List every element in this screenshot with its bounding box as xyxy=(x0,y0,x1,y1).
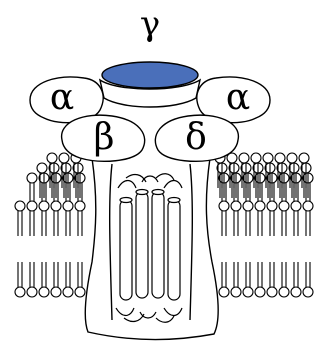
lipid-molecule xyxy=(219,201,229,236)
lipid-molecule xyxy=(291,201,301,236)
lipid-molecule xyxy=(27,201,37,236)
lipid-molecule xyxy=(255,201,265,236)
lipid-molecule xyxy=(51,201,61,236)
lipid-molecule xyxy=(39,201,49,236)
lipid-molecule xyxy=(63,262,73,297)
lipid-molecule xyxy=(279,262,289,297)
lipid-molecule xyxy=(51,262,61,297)
beta-label: β xyxy=(94,117,115,158)
alpha-right-label: α xyxy=(226,77,250,118)
lipid-molecule xyxy=(243,262,253,297)
delta-label: δ xyxy=(185,117,207,158)
lipid-molecule xyxy=(75,201,85,236)
lipid-molecule xyxy=(303,262,313,297)
lipid-molecule xyxy=(39,262,49,297)
gamma-label: γ xyxy=(140,4,160,44)
lipid-molecule xyxy=(279,201,289,236)
lipid-molecule xyxy=(231,262,241,297)
lipid-molecule xyxy=(219,262,229,297)
lipid-molecule xyxy=(27,262,37,297)
lipid-molecule xyxy=(75,262,85,297)
lipid-molecule xyxy=(267,262,277,297)
gamma-subunit xyxy=(102,62,198,88)
lipid-molecule xyxy=(243,201,253,236)
alpha-left-label: α xyxy=(50,77,74,118)
lipid-molecule xyxy=(255,262,265,297)
lipid-molecule xyxy=(63,201,73,236)
lipid-molecule xyxy=(303,201,313,236)
lipid-molecule xyxy=(267,201,277,236)
lipid-molecule xyxy=(291,262,301,297)
lipid-molecule xyxy=(231,201,241,236)
lipid-molecule xyxy=(15,201,25,236)
lipid-molecule xyxy=(15,262,25,297)
